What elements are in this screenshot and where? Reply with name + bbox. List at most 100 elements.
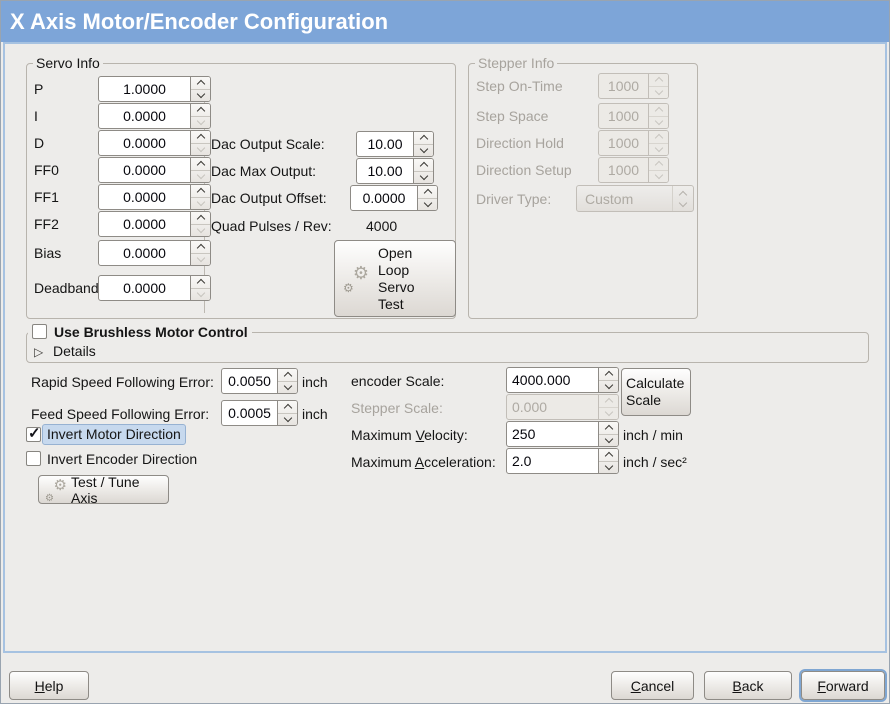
- spin-down-button[interactable]: [191, 197, 210, 210]
- d-value[interactable]: 0.0000: [123, 135, 166, 151]
- spin-buttons[interactable]: [277, 369, 297, 393]
- ff0-value[interactable]: 0.0000: [123, 162, 166, 178]
- encoder-scale-spinbox[interactable]: 4000.000: [506, 367, 619, 393]
- spin-buttons[interactable]: [413, 159, 433, 183]
- maximum-velocity-spinbox[interactable]: 250: [506, 421, 619, 447]
- spin-down-button[interactable]: [418, 198, 437, 211]
- test-tune-axis-button[interactable]: ⚙ ⚙ Test / Tune Axis: [38, 474, 169, 506]
- spin-buttons[interactable]: [598, 449, 618, 473]
- spin-down-button[interactable]: [278, 413, 297, 426]
- maximum-acceleration-value[interactable]: 2.0: [512, 453, 532, 469]
- i-value[interactable]: 0.0000: [123, 108, 166, 124]
- spin-down-button[interactable]: [599, 434, 618, 447]
- ff2-value[interactable]: 0.0000: [123, 216, 166, 232]
- spin-down-button[interactable]: [414, 144, 433, 157]
- bias-value[interactable]: 0.0000: [123, 245, 166, 261]
- feed-following-error-spinbox[interactable]: 0.0005: [221, 400, 298, 426]
- spin-down-button[interactable]: [191, 170, 210, 183]
- spin-up-button[interactable]: [191, 276, 210, 289]
- open-loop-servo-test-button[interactable]: ⚙ ⚙ Open Loop Servo Test: [334, 240, 456, 317]
- spin-down-button[interactable]: [599, 380, 618, 393]
- spin-up-button[interactable]: [278, 369, 297, 382]
- ff1-spinbox[interactable]: 0.0000: [98, 184, 211, 210]
- spin-buttons[interactable]: [190, 158, 210, 182]
- spin-down-button[interactable]: [278, 381, 297, 394]
- spin-up-button[interactable]: [191, 104, 210, 117]
- d-label: D: [34, 135, 45, 151]
- spin-down-button[interactable]: [191, 116, 210, 129]
- feed-following-error-value[interactable]: 0.0005: [228, 405, 271, 421]
- spin-down-button[interactable]: [191, 253, 210, 266]
- invert-motor-direction-checkbox[interactable]: ✓: [26, 425, 41, 442]
- spin-up-button[interactable]: [599, 449, 618, 462]
- spin-buttons[interactable]: [417, 186, 437, 210]
- spin-buttons[interactable]: [190, 131, 210, 155]
- d-spinbox[interactable]: 0.0000: [98, 130, 211, 156]
- invert-motor-direction-label[interactable]: Invert Motor Direction: [42, 424, 186, 445]
- deadband-spinbox[interactable]: 0.0000: [98, 275, 211, 301]
- details-expander[interactable]: ▷: [34, 343, 43, 359]
- spin-up-button[interactable]: [191, 131, 210, 144]
- details-label[interactable]: Details: [53, 343, 96, 359]
- spin-down-button[interactable]: [599, 461, 618, 474]
- calculate-scale-button[interactable]: Calculate Scale: [621, 368, 691, 416]
- spin-up-button[interactable]: [599, 368, 618, 381]
- rapid-following-error-spinbox[interactable]: 0.0050: [221, 368, 298, 394]
- bias-spinbox[interactable]: 0.0000: [98, 240, 211, 266]
- spin-up-button[interactable]: [191, 158, 210, 171]
- p-value[interactable]: 1.0000: [123, 81, 166, 97]
- p-spinbox[interactable]: 1.0000: [98, 76, 211, 102]
- bias-label: Bias: [34, 245, 62, 261]
- spin-up-button[interactable]: [414, 132, 433, 145]
- spin-up-button[interactable]: [191, 77, 210, 90]
- ff0-spinbox[interactable]: 0.0000: [98, 157, 211, 183]
- spin-up-button[interactable]: [414, 159, 433, 172]
- spin-down-button[interactable]: [191, 89, 210, 102]
- expander-arrow-icon[interactable]: ▷: [34, 345, 44, 359]
- invert-encoder-direction-label[interactable]: Invert Encoder Direction: [47, 451, 198, 467]
- spin-buttons[interactable]: [413, 132, 433, 156]
- spin-buttons[interactable]: [190, 104, 210, 128]
- spin-up-button[interactable]: [191, 185, 210, 198]
- encoder-scale-value[interactable]: 4000.000: [512, 372, 571, 388]
- spin-buttons[interactable]: [598, 368, 618, 392]
- driver-type-value: Custom: [585, 190, 634, 207]
- spin-down-button[interactable]: [191, 224, 210, 237]
- spin-buttons[interactable]: [598, 422, 618, 446]
- spin-up-button[interactable]: [191, 212, 210, 225]
- invert-encoder-direction-checkbox[interactable]: [26, 451, 41, 466]
- i-spinbox[interactable]: 0.0000: [98, 103, 211, 129]
- spin-down-button[interactable]: [191, 288, 210, 301]
- ff2-spinbox[interactable]: 0.0000: [98, 211, 211, 237]
- dac-output-scale-value[interactable]: 10.00: [367, 136, 403, 152]
- maximum-velocity-value[interactable]: 250: [512, 426, 536, 442]
- maximum-acceleration-spinbox[interactable]: 2.0: [506, 448, 619, 474]
- spin-up-button[interactable]: [191, 241, 210, 254]
- spin-up-button[interactable]: [278, 401, 297, 414]
- spin-buttons[interactable]: [190, 185, 210, 209]
- spin-down-button[interactable]: [414, 171, 433, 184]
- dac-output-offset-value[interactable]: 0.0000: [362, 190, 406, 206]
- use-brushless-checkbox-row[interactable]: Use Brushless Motor Control: [28, 323, 252, 340]
- spin-buttons[interactable]: [190, 276, 210, 300]
- ff1-value[interactable]: 0.0000: [123, 189, 166, 205]
- dac-output-offset-spinbox[interactable]: 0.0000: [350, 185, 438, 211]
- spin-buttons[interactable]: [277, 401, 297, 425]
- spin-buttons[interactable]: [190, 77, 210, 101]
- dac-max-output-spinbox[interactable]: 10.00: [356, 158, 434, 184]
- spin-up-button[interactable]: [418, 186, 437, 199]
- rapid-following-error-value[interactable]: 0.0050: [228, 373, 271, 389]
- use-brushless-checkbox[interactable]: [32, 324, 47, 339]
- dac-output-scale-spinbox[interactable]: 10.00: [356, 131, 434, 157]
- spin-buttons[interactable]: [190, 241, 210, 265]
- dac-max-output-value[interactable]: 10.00: [367, 163, 403, 179]
- spin-down-button[interactable]: [191, 143, 210, 156]
- spin-up-button[interactable]: [599, 422, 618, 435]
- spin-buttons[interactable]: [190, 212, 210, 236]
- deadband-value[interactable]: 0.0000: [123, 280, 166, 296]
- ff0-label: FF0: [34, 162, 59, 178]
